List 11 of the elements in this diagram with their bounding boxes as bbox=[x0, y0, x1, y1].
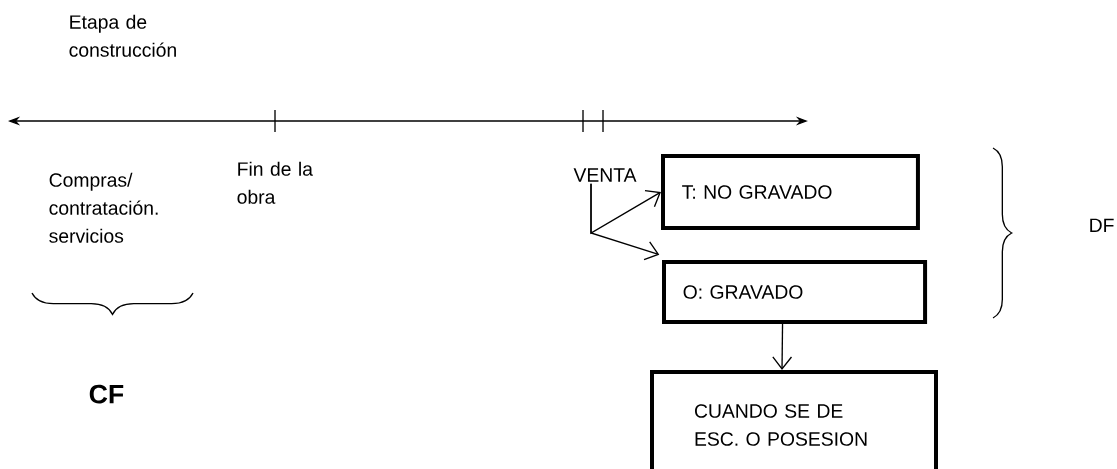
text-label: Etapa de construcción bbox=[69, 14, 176, 57]
venta-text: VENTA bbox=[573, 168, 637, 182]
text-box: CUANDO SE DE ESC. O POSESION bbox=[650, 370, 938, 469]
arrow bbox=[772, 323, 793, 370]
text-box: O: GRAVADO bbox=[662, 260, 928, 324]
text-label: DF bbox=[1090, 218, 1114, 232]
text-box: T: NO GRAVADO bbox=[661, 154, 920, 230]
arrow bbox=[590, 183, 660, 261]
text-label: Compras/ contratación. servicios bbox=[49, 172, 158, 243]
text-label: Fin de la obra bbox=[237, 161, 313, 204]
text-label: CF bbox=[89, 384, 124, 404]
